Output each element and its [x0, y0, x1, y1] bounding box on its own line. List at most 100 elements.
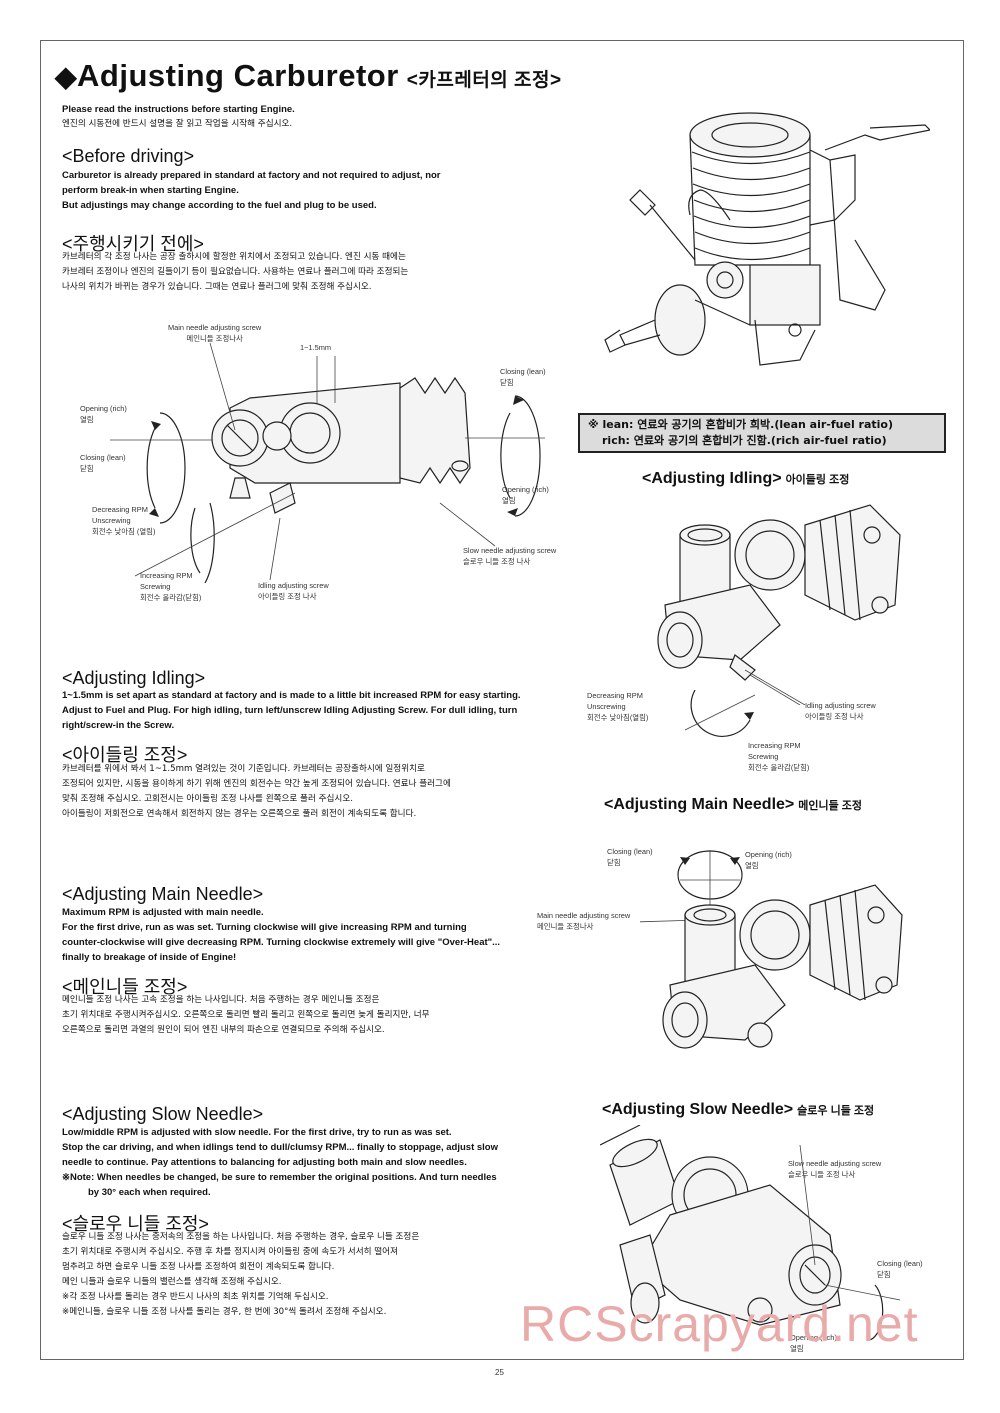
heading-ko: 슬로우 니들 조정 — [797, 1105, 875, 1117]
text-line: ※Note: When needles be changed, be sure … — [62, 1172, 497, 1183]
main-needle-ko-heading: <메인니들 조정> — [62, 977, 188, 997]
text-line: needle to continue. Pay attentions to ba… — [62, 1157, 467, 1168]
label-line: 회전수 낮아짐 (열림) — [92, 527, 156, 536]
label-line: 회전수 올라감(닫힘) — [748, 763, 810, 772]
text-line: finally to breakage of inside of Engine! — [62, 952, 237, 963]
right-slow-opening-label: Opening (rich) 열림 — [790, 1332, 837, 1354]
text-line: ※각 조정 나사를 돌리는 경우 반드시 나사의 최초 위치를 기억해 두십시오… — [62, 1292, 329, 1302]
text-line: 메인니들 조정 나사는 고속 조정을 하는 나사입니다. 처음 주행하는 경우 … — [62, 995, 380, 1005]
label-ko: 슬로우 니들 조정 나사 — [788, 1170, 856, 1179]
label-line: Unscrewing — [92, 516, 131, 525]
note-line: rich: 연료와 공기의 혼합비가 진함.(rich air-fuel rat… — [602, 434, 887, 447]
label-line: Decreasing RPM — [587, 691, 643, 700]
closing-lean-right-label: Closing (lean) 닫힘 — [500, 366, 546, 388]
label-ko: 메인니들 조정나사 — [537, 922, 594, 931]
lean-rich-note: ※ lean: 연료와 공기의 혼합비가 희박.(lean air-fuel r… — [578, 413, 946, 453]
watermark: RCScrapyard.net — [520, 1296, 919, 1352]
idling-heading: <Adjusting Idling> — [62, 668, 206, 688]
text-line: 슬로우 니들 조정 나사는 중저속의 조정을 하는 나사입니다. 처음 주행하는… — [62, 1232, 420, 1242]
label-en: Idling adjusting screw — [805, 701, 876, 710]
slow-needle-heading: <Adjusting Slow Needle> — [62, 1104, 264, 1124]
closing-lean-left-label: Closing (lean) 닫힘 — [80, 452, 126, 474]
label-en: Opening (rich) — [790, 1333, 837, 1342]
label-en: Opening (rich) — [502, 485, 549, 494]
label-ko: 아이들링 조정 나사 — [805, 712, 864, 721]
label-en: Closing (lean) — [877, 1259, 923, 1268]
label-en: Slow needle adjusting screw — [788, 1159, 882, 1168]
right-main-opening-label: Opening (rich) 열림 — [745, 849, 792, 871]
label-ko: 닫힘 — [877, 1270, 891, 1279]
label-en: Idling adjusting screw — [258, 581, 329, 590]
text-line: 초기 위치대로 주행시켜주십시오. 오른쪽으로 돌리면 빨리 돌리고 왼쪽으로 … — [62, 1010, 430, 1020]
text-line: Carburetor is already prepared in standa… — [62, 170, 441, 181]
label-ko: 열림 — [745, 861, 759, 870]
diamond-icon: ◆ — [55, 61, 78, 92]
label-line: Decreasing RPM — [92, 505, 148, 514]
text-line: 나사의 위치가 바뀌는 경우가 있습니다. 그때는 연료나 플러그에 맞춰 조정… — [62, 282, 372, 292]
text-line: Maximum RPM is adjusted with main needle… — [62, 907, 264, 918]
before-driving-text: Carburetor is already prepared in standa… — [62, 168, 441, 213]
text-line: 카브레터 조정이나 엔진의 길들이기 등이 필요없습니다. 사용하는 연료나 플… — [62, 267, 409, 277]
intro: Please read the instructions before star… — [62, 102, 295, 132]
label-line: 회전수 올라감(닫힘) — [140, 593, 202, 602]
opening-rich-left-label: Opening (rich) 열림 — [80, 403, 127, 425]
heading-en: <Adjusting Slow Needle> — [602, 1101, 794, 1118]
text-line: ※메인니들, 슬로우 니들 조정 나사를 돌리는 경우, 한 번에 30°씩 돌… — [62, 1307, 387, 1317]
text-line: 멈추려고 하면 슬로우 니들 조정 나사를 조정하여 회전이 계속되도록 합니다… — [62, 1262, 335, 1272]
right-main-needle-heading: <Adjusting Main Needle>메인니들 조정 — [604, 796, 862, 814]
text-line: 메인 니들과 슬로우 니들의 밸런스를 생각해 조정해 주십시오. — [62, 1277, 282, 1287]
idling-ko-heading: <아이들링 조정> — [62, 745, 188, 765]
label-line: Screwing — [140, 582, 171, 591]
label-en: Opening (rich) — [745, 850, 792, 859]
right-slow-needle-heading: <Adjusting Slow Needle>슬로우 니들 조정 — [602, 1101, 874, 1119]
text-line: Low/middle RPM is adjusted with slow nee… — [62, 1127, 452, 1138]
label-en: Main needle adjusting screw — [537, 911, 631, 920]
text-line: perform break-in when starting Engine. — [62, 185, 239, 196]
text-line: by 30° each when required. — [88, 1187, 211, 1198]
label-ko: 메인니들 조정나사 — [186, 334, 243, 343]
text-line: 맞춰 조정해 주십시오. 고회전시는 아이들링 조정 나사를 왼쪽으로 풀러 주… — [62, 794, 353, 804]
slow-needle-screw-label: Slow needle adjusting screw 슬로우 니들 조정 나사 — [463, 545, 556, 567]
note-line: ※ lean: 연료와 공기의 혼합비가 희박.(lean air-fuel r… — [588, 418, 894, 431]
label-en: Main needle adjusting screw — [168, 323, 262, 332]
text-line: 카브레터를 위에서 봐서 1~1.5mm 열려있는 것이 기준입니다. 카브레터… — [62, 764, 425, 774]
text-line: 초기 위치대로 주행시켜 주십시오. 주행 후 차를 정지시켜 아이들링 중에 … — [62, 1247, 398, 1257]
heading-ko: 메인니들 조정 — [798, 800, 863, 812]
page-title: ◆Adjusting Carburetor<카프레터의 조정> — [55, 58, 562, 94]
gap-label: 1~1.5mm — [300, 343, 332, 352]
engine-illustration — [604, 112, 930, 366]
label-ko: 닫힘 — [500, 378, 514, 387]
right-slow-screw-label: Slow needle adjusting screw 슬로우 니들 조정 나사 — [788, 1158, 881, 1180]
text-line: right/screw-in the Screw. — [62, 720, 175, 731]
intro-korean: 엔진의 시동전에 반드시 설명을 잘 읽고 작업을 시작해 주십시오. — [62, 119, 293, 129]
before-driving-heading: <Before driving> — [62, 146, 195, 166]
slow-needle-text: Low/middle RPM is adjusted with slow nee… — [62, 1125, 498, 1200]
idling-text: 1~1.5mm is set apart as standard at fact… — [62, 688, 521, 733]
main-needle-text: Maximum RPM is adjusted with main needle… — [62, 905, 500, 965]
right-main-screw-label: Main needle adjusting screw 메인니들 조정나사 — [537, 910, 630, 932]
main-needle-ko-text: 메인니들 조정 나사는 고속 조정을 하는 나사입니다. 처음 주행하는 경우 … — [62, 993, 430, 1038]
before-driving-ko-heading: <주행시키기 전에> — [62, 234, 204, 254]
text-line: 조정되어 있지만, 시동을 용이하게 하기 위해 엔진의 회전수는 약간 높게 … — [62, 779, 451, 789]
right-main-closing-label: Closing (lean) 닫힘 — [607, 846, 653, 868]
slow-needle-ko-heading: <슬로우 니들 조정> — [62, 1214, 209, 1234]
decreasing-rpm-label: Decreasing RPM Unscrewing 회전수 낮아짐 (열림) — [92, 504, 155, 537]
text-line: 오른쪽으로 돌리면 과열의 원인이 되어 엔진 내부의 파손으로 연결되므로 주… — [62, 1025, 385, 1035]
label-en: Closing (lean) — [80, 453, 126, 462]
heading-ko: 아이들링 조정 — [785, 474, 850, 486]
main-needle-illustration — [640, 850, 903, 1049]
idling-carburetor-illustration — [657, 504, 901, 705]
slow-needle-ko-text: 슬로우 니들 조정 나사는 중저속의 조정을 하는 나사입니다. 처음 주행하는… — [62, 1230, 419, 1320]
label-ko: 열림 — [790, 1344, 804, 1353]
label-line: Screwing — [748, 752, 779, 761]
intro-english: Please read the instructions before star… — [62, 104, 295, 115]
heading-en: <Adjusting Idling> — [642, 470, 782, 487]
label-ko: 슬로우 니들 조정 나사 — [463, 557, 531, 566]
idling-screw-label: Idling adjusting screw 아이들링 조정 나사 — [258, 580, 329, 602]
label-line: Increasing RPM — [748, 741, 801, 750]
page-frame — [40, 40, 964, 1360]
right-idling-screw-label: Idling adjusting screw 아이들링 조정 나사 — [805, 700, 876, 722]
label-en: Closing (lean) — [607, 847, 653, 856]
main-needle-label: Main needle adjusting screw 메인니들 조정나사 — [168, 322, 261, 344]
text-line: Adjust to Fuel and Plug. For high idling… — [62, 705, 518, 716]
